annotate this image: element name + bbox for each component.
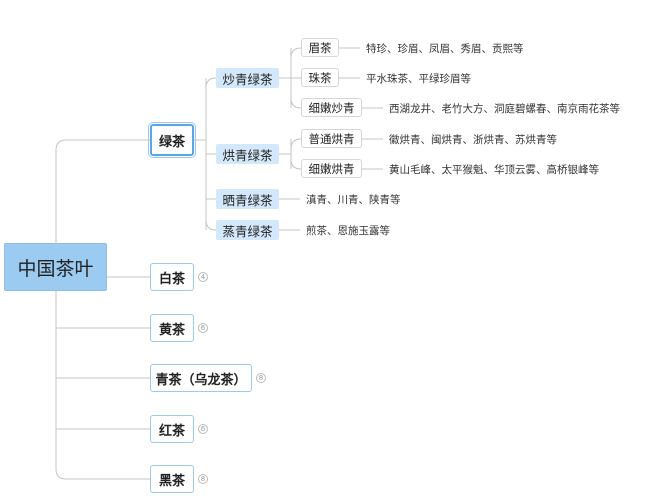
connector-root-spine-down [55, 291, 150, 480]
detail-xinen-hongqing[interactable]: 黄山毛峰、太平猴魁、华顶云雾、高桥银峰等 [389, 163, 599, 176]
node-xinen-hongqing[interactable]: 细嫩烘青 [301, 159, 362, 178]
category-green-tea[interactable]: 绿茶 [148, 122, 196, 158]
category-oolong-tea[interactable]: 青茶（乌龙茶） [150, 364, 252, 392]
connector-chao-xi [290, 97, 302, 109]
subtype-shai-qing[interactable]: 晒青绿茶 [216, 189, 279, 209]
collapsed-count-badge[interactable]: 4 [198, 272, 208, 282]
connector-hong-spine [279, 139, 292, 169]
detail-shai-qing[interactable]: 滇青、川青、陕青等 [306, 193, 401, 206]
category-white-tea[interactable]: 白茶 [150, 263, 194, 291]
node-mei-cha[interactable]: 眉茶 [301, 38, 339, 57]
detail-zheng-qing[interactable]: 煎茶、恩施玉露等 [306, 224, 390, 237]
detail-putong-hongqing[interactable]: 徽烘青、闽烘青、浙烘青、苏烘青等 [389, 133, 557, 146]
subtype-hong-qing[interactable]: 烘青绿茶 [216, 144, 279, 164]
connector-green-spine [194, 78, 207, 230]
node-zhu-cha[interactable]: 珠茶 [301, 68, 339, 87]
node-putong-hongqing[interactable]: 普通烘青 [301, 129, 362, 148]
collapsed-count-badge[interactable]: 6 [198, 323, 208, 333]
category-dark-tea[interactable]: 黑茶 [150, 465, 194, 493]
detail-xinen-chaoqing[interactable]: 西湖龙井、老竹大方、洞庭碧螺春、南京雨花茶等 [389, 102, 620, 115]
subtype-zheng-qing[interactable]: 蒸青绿茶 [216, 220, 279, 240]
root-node[interactable]: 中国茶叶 [4, 243, 107, 291]
connector-chao-spine [279, 48, 292, 108]
node-xinen-chaoqing[interactable]: 细嫩炒青 [301, 98, 362, 117]
category-black-tea[interactable]: 红茶 [150, 415, 194, 443]
collapsed-count-badge[interactable]: 8 [198, 474, 208, 484]
detail-zhu-cha[interactable]: 平水珠茶、平绿珍眉等 [366, 72, 471, 85]
category-label: 黑茶 [159, 473, 186, 489]
connector-hong-xi [290, 158, 302, 170]
category-label: 绿茶 [159, 134, 186, 150]
category-yellow-tea[interactable]: 黄茶 [150, 314, 194, 342]
root-label: 中国茶叶 [17, 257, 94, 280]
category-label: 黄茶 [159, 322, 186, 338]
category-label: 白茶 [159, 271, 186, 287]
connector-green-chao [205, 77, 217, 89]
collapsed-count-badge[interactable]: 8 [256, 373, 266, 383]
connector-hong-pu [290, 138, 302, 150]
connector-chao-mei [290, 47, 302, 59]
connector-root-spine [55, 139, 150, 243]
category-label: 红茶 [159, 423, 186, 439]
connector-green-zheng [205, 219, 217, 231]
subtype-chao-qing[interactable]: 炒青绿茶 [216, 68, 279, 88]
collapsed-count-badge[interactable]: 6 [198, 424, 208, 434]
detail-mei-cha[interactable]: 特珍、珍眉、凤眉、秀眉、贡熙等 [366, 42, 524, 55]
category-label: 青茶（乌龙茶） [155, 372, 247, 388]
